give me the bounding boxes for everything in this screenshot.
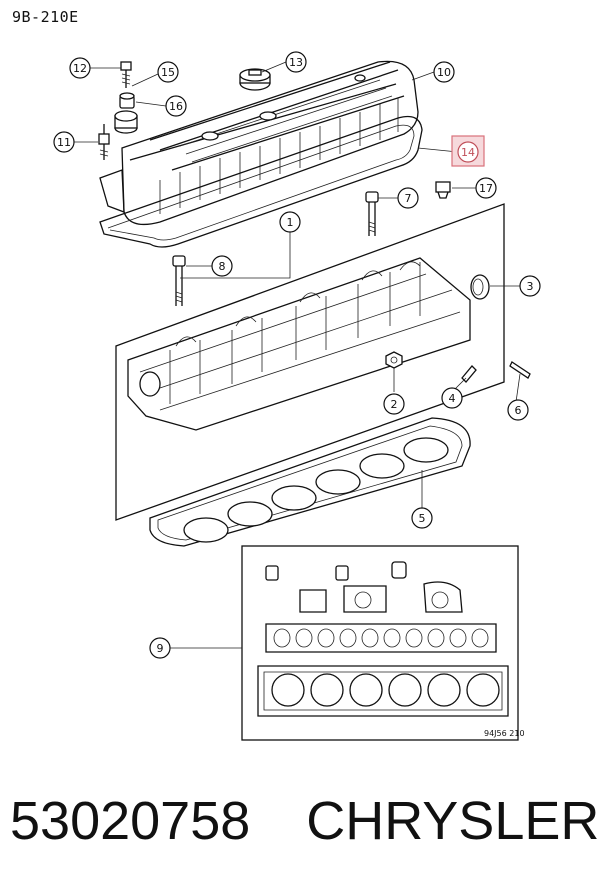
leader-lines	[74, 61, 521, 649]
callout-16: 16	[165, 95, 187, 117]
cylinder-head	[115, 203, 505, 521]
svg-text:7: 7	[405, 192, 412, 205]
diagram-code: 9B-210E	[12, 8, 79, 26]
callout-1: 1	[279, 211, 301, 233]
head-gasket	[149, 417, 471, 547]
callout-17: 17	[475, 177, 497, 199]
plug	[435, 181, 451, 199]
svg-text:2: 2	[391, 398, 398, 411]
head-bolt-long	[172, 255, 186, 306]
callout-15: 15	[157, 61, 179, 83]
pin	[509, 361, 531, 379]
valve-cover-gasket	[99, 115, 423, 248]
breather-grommet	[114, 110, 138, 134]
nut	[385, 351, 403, 369]
svg-text:14: 14	[461, 146, 475, 159]
svg-text:12: 12	[73, 62, 87, 75]
head-bolt-short	[365, 191, 379, 236]
oil-filler-cap	[239, 68, 271, 91]
svg-text:15: 15	[161, 66, 175, 79]
svg-text:1: 1	[287, 216, 294, 229]
cover-bolt	[120, 61, 132, 88]
svg-text:13: 13	[289, 56, 303, 69]
svg-text:11: 11	[57, 136, 71, 149]
grommet	[119, 92, 135, 109]
part-footer: 53020758 CHRYSLER	[10, 790, 600, 860]
callout-5: 5	[411, 507, 433, 529]
callout-11: 11	[53, 131, 75, 153]
callout-2: 2	[383, 393, 405, 415]
part-number: 53020758	[10, 791, 251, 851]
callout-9: 9	[149, 637, 171, 659]
svg-text:9: 9	[157, 642, 164, 655]
callout-13: 13	[285, 51, 307, 73]
callout-12: 12	[69, 57, 91, 79]
gasket-kit: 94J56 210	[241, 545, 525, 741]
drawing-reference: 94J56 210	[484, 729, 525, 738]
svg-text:5: 5	[419, 512, 426, 525]
callout-10: 10	[433, 61, 455, 83]
svg-text:17: 17	[479, 182, 493, 195]
callout-8: 8	[211, 255, 233, 277]
svg-text:6: 6	[515, 404, 522, 417]
svg-text:3: 3	[527, 280, 534, 293]
callout-3: 3	[519, 275, 541, 297]
svg-text:4: 4	[449, 392, 456, 405]
cup-plug	[470, 274, 490, 300]
exploded-view-drawing: 94J56 210 12 15 16 11 13 10	[53, 51, 541, 741]
callout-4: 4	[441, 387, 463, 409]
brand-name: CHRYSLER	[306, 791, 600, 851]
svg-text:16: 16	[169, 100, 183, 113]
valve-cover	[99, 60, 419, 226]
svg-text:8: 8	[219, 260, 226, 273]
svg-text:10: 10	[437, 66, 451, 79]
callout-14: 14	[457, 141, 479, 163]
callout-6: 6	[507, 399, 529, 421]
callout-7: 7	[397, 187, 419, 209]
stud-bolt	[98, 124, 110, 160]
